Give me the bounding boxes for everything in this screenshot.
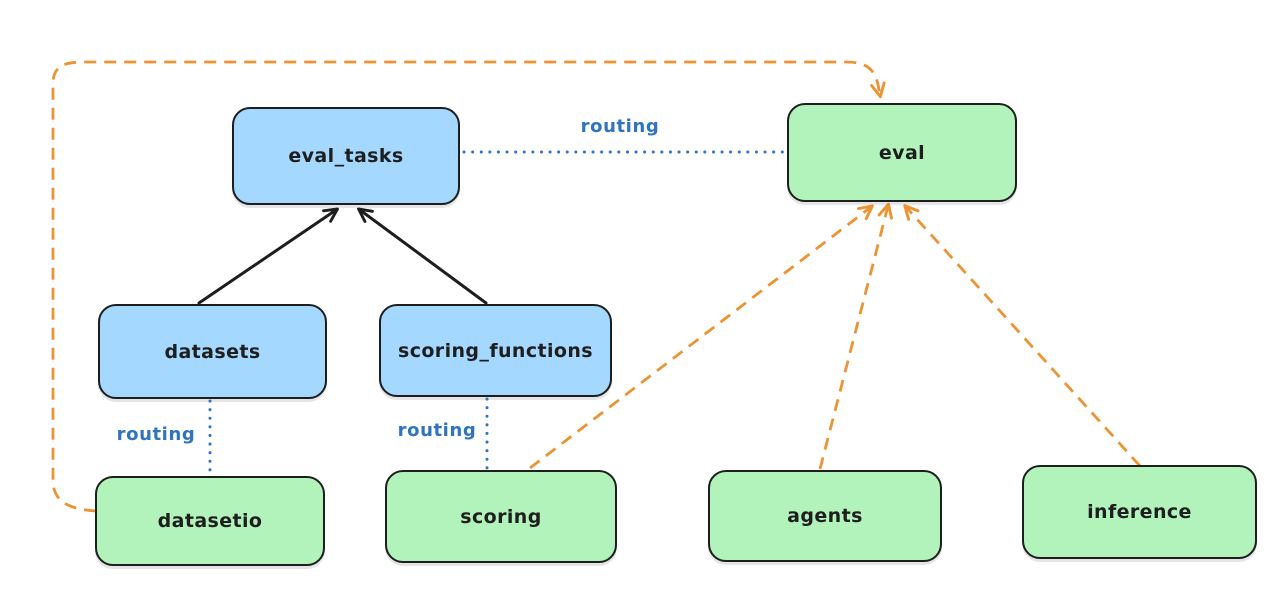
- node-scoring-functions: scoring_functions: [379, 304, 612, 397]
- edge-agents-eval: [818, 202, 893, 470]
- routing-label-scoring: routing: [397, 420, 477, 441]
- edge-datasetio-eval: [51, 60, 886, 513]
- routing-label-top: routing: [580, 116, 660, 137]
- edge-datasets-eval_tasks: [197, 207, 339, 305]
- node-scoring: scoring: [385, 470, 617, 563]
- edge-inference-eval: [903, 204, 1142, 467]
- edge-scoring-eval: [529, 204, 874, 470]
- node-inference: inference: [1022, 465, 1257, 559]
- routing-label-datasets: routing: [116, 424, 196, 445]
- node-agents: agents: [708, 470, 942, 562]
- node-datasets: datasets: [98, 304, 327, 399]
- node-eval: eval: [787, 103, 1017, 202]
- node-datasetio: datasetio: [95, 476, 325, 566]
- node-eval-tasks: eval_tasks: [232, 107, 460, 205]
- edge-scoring_functions-eval_tasks: [357, 207, 488, 305]
